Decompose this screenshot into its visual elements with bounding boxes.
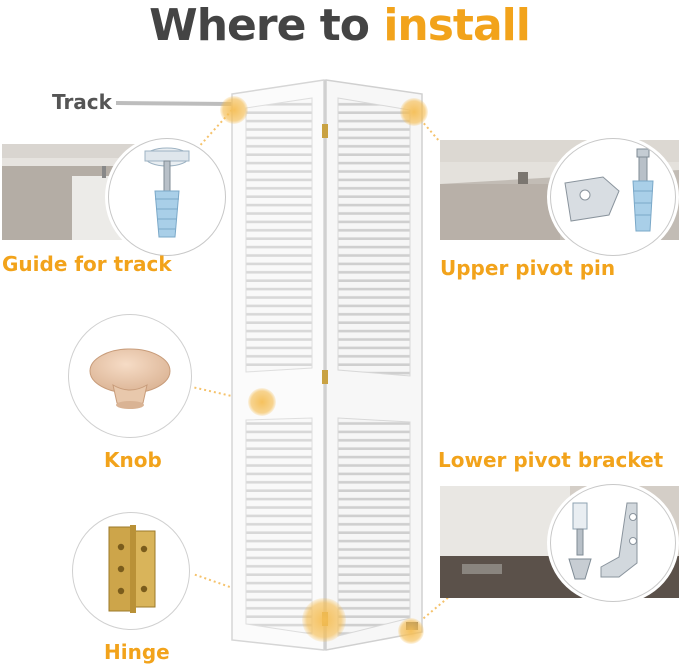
pivot-pin-icon: [564, 148, 654, 232]
upper-pivot-location-marker: [400, 98, 428, 126]
knob-label: Knob: [104, 448, 162, 472]
pivot-bracket-icon: [568, 502, 638, 580]
title-part-2: install: [383, 0, 530, 51]
track-label: Track: [52, 90, 112, 114]
guide-pin-icon: [144, 147, 190, 238]
upper-pivot-pin-circle: [550, 138, 676, 256]
knob-location-marker: [248, 388, 276, 416]
lower-pivot-bracket-circle: [550, 484, 676, 602]
hinge-label: Hinge: [104, 640, 170, 664]
lower-pivot-location-marker: [398, 618, 424, 644]
knob-circle: [68, 314, 192, 438]
hinge-icon: [108, 525, 156, 613]
upper-pivot-pin-label: Upper pivot pin: [440, 256, 616, 280]
bifold-door-image: [231, 79, 423, 651]
lower-pivot-bracket-label: Lower pivot bracket: [438, 448, 664, 472]
knob-icon: [89, 348, 171, 409]
guide-for-track-label: Guide for track: [2, 252, 172, 276]
guide-pin-circle: [108, 138, 226, 256]
title-part-1: Where to: [149, 0, 370, 51]
track-location-marker: [220, 96, 248, 124]
hinge-location-marker: [302, 598, 346, 642]
hinge-circle: [72, 512, 190, 630]
page-title: Where to install: [0, 0, 679, 52]
